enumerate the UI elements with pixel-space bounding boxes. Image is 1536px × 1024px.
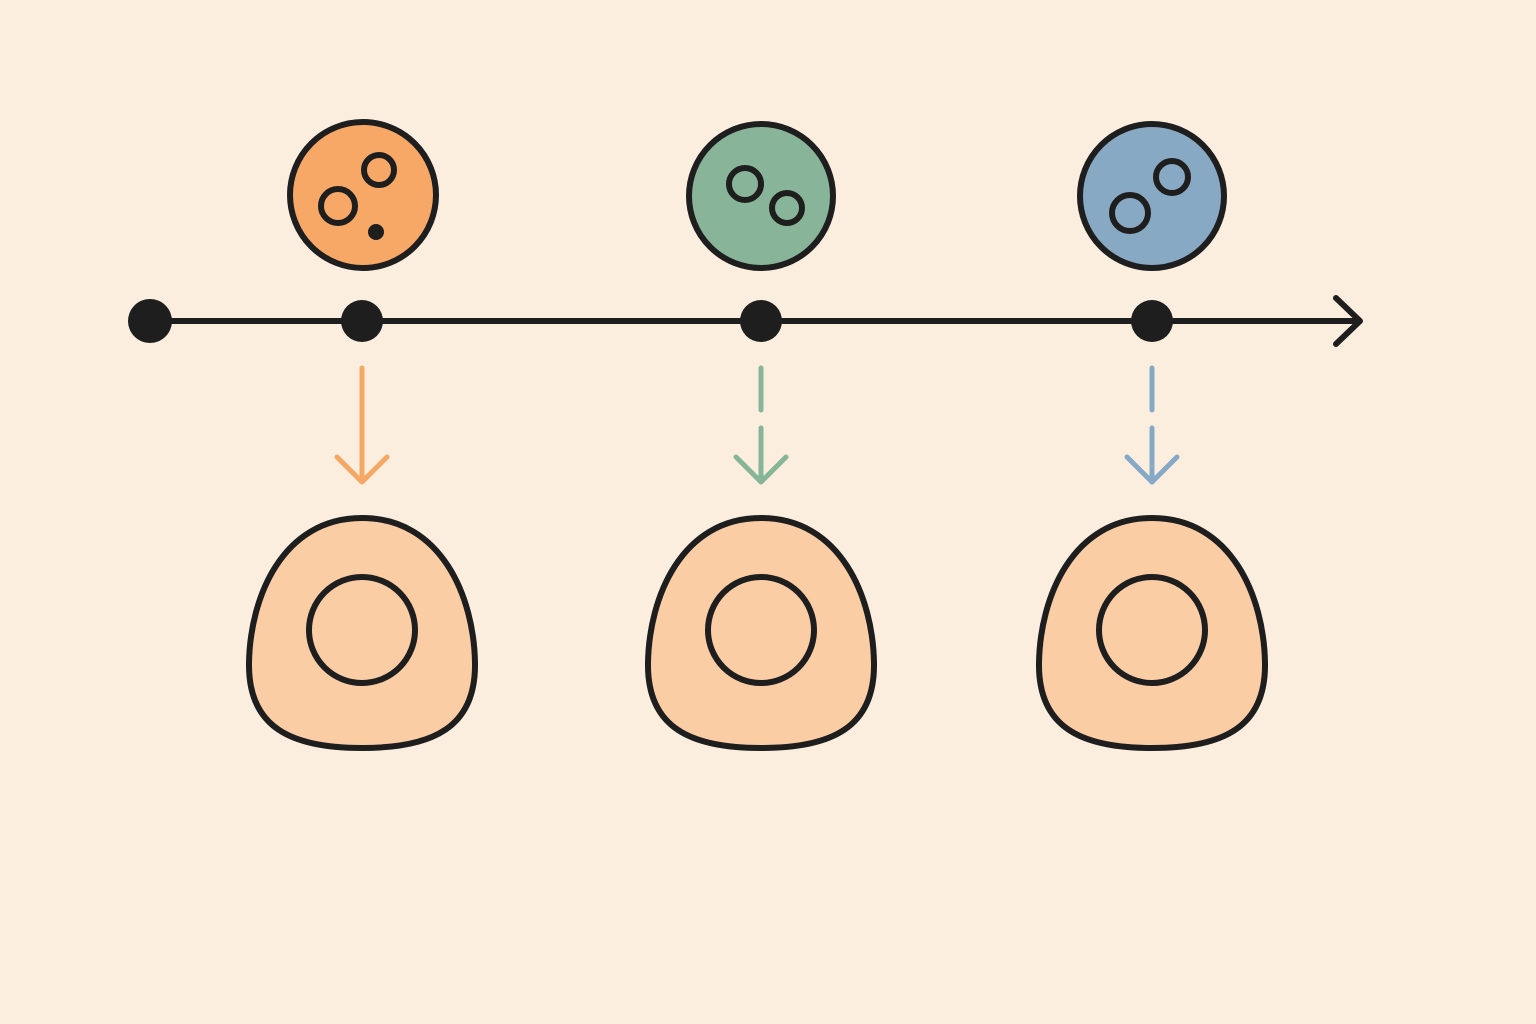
cell-membrane	[245, 515, 479, 751]
timeline-marker	[740, 300, 782, 342]
particle-ring	[1153, 158, 1191, 196]
timeline-marker	[1131, 300, 1173, 342]
particle-ring	[318, 186, 358, 226]
timeline-arrowhead-icon	[1333, 295, 1363, 347]
timeline-marker	[341, 300, 383, 342]
particle-ring	[1109, 192, 1151, 234]
cell-icon	[245, 515, 479, 751]
cell-nucleus	[306, 574, 418, 686]
down-arrow-icon	[1124, 365, 1180, 485]
stage-2	[644, 121, 878, 751]
particle-cluster-icon	[1077, 121, 1227, 271]
cell-nucleus	[705, 574, 817, 686]
particle-body	[1077, 121, 1227, 271]
stage-3	[1035, 121, 1269, 751]
particle-ring	[769, 190, 805, 226]
particle-dot	[368, 224, 384, 240]
down-arrow-icon	[334, 365, 390, 485]
stage-1	[245, 119, 479, 751]
cell-nucleus	[1096, 574, 1208, 686]
particle-cluster-icon	[686, 121, 836, 271]
cell-icon	[1035, 515, 1269, 751]
arrow-head	[1124, 454, 1180, 485]
particle-cluster-icon	[287, 119, 439, 271]
cell-membrane	[644, 515, 878, 751]
particle-body	[287, 119, 439, 271]
timeline-start-point	[128, 299, 172, 343]
cell-membrane	[1035, 515, 1269, 751]
particle-body	[686, 121, 836, 271]
stages	[245, 119, 1269, 751]
down-arrow-icon	[733, 365, 789, 485]
arrow-head	[334, 454, 390, 485]
arrow-head	[733, 454, 789, 485]
particle-ring	[726, 165, 764, 203]
particle-ring	[361, 152, 397, 188]
cell-icon	[644, 515, 878, 751]
